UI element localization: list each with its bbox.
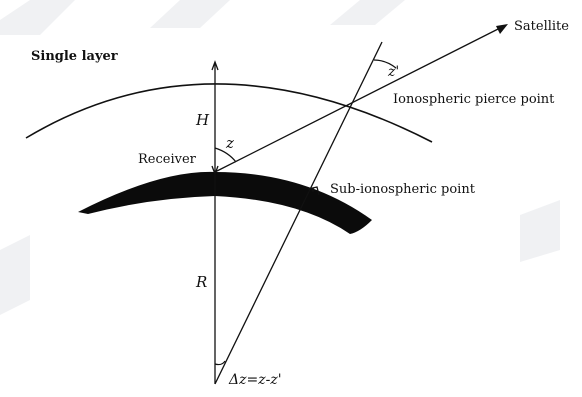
- single-layer-label: Single layer: [31, 49, 118, 64]
- satellite-arrowhead: [496, 24, 508, 34]
- watermark: [0, 0, 560, 315]
- satellite-label: Satellite: [514, 19, 569, 34]
- single-layer-arc: [25, 83, 433, 143]
- sub-ionospheric-dot: [311, 188, 315, 192]
- earth-surface: [78, 171, 372, 234]
- h-label: H: [195, 111, 210, 129]
- signal-path-line: [214, 24, 507, 173]
- h-arrow-top: [211, 60, 219, 71]
- slant-line: [214, 41, 383, 385]
- z-label: z: [225, 134, 234, 152]
- ipp-label: Ionospheric pierce point: [393, 92, 555, 107]
- receiver-label: Receiver: [138, 152, 197, 167]
- sub-ionospheric-label: Sub-ionospheric point: [330, 182, 476, 197]
- z-prime-label: z': [387, 64, 399, 80]
- h-arrow-bottom: [211, 165, 219, 176]
- zenith-prime-arc: [373, 59, 397, 69]
- delta-angle-arc: [214, 360, 226, 366]
- delta-z-label: Δz=z-z': [228, 372, 282, 388]
- zenith-angle-arc: [214, 147, 237, 163]
- right-angle-marker: [307, 186, 320, 196]
- r-label: R: [195, 273, 207, 291]
